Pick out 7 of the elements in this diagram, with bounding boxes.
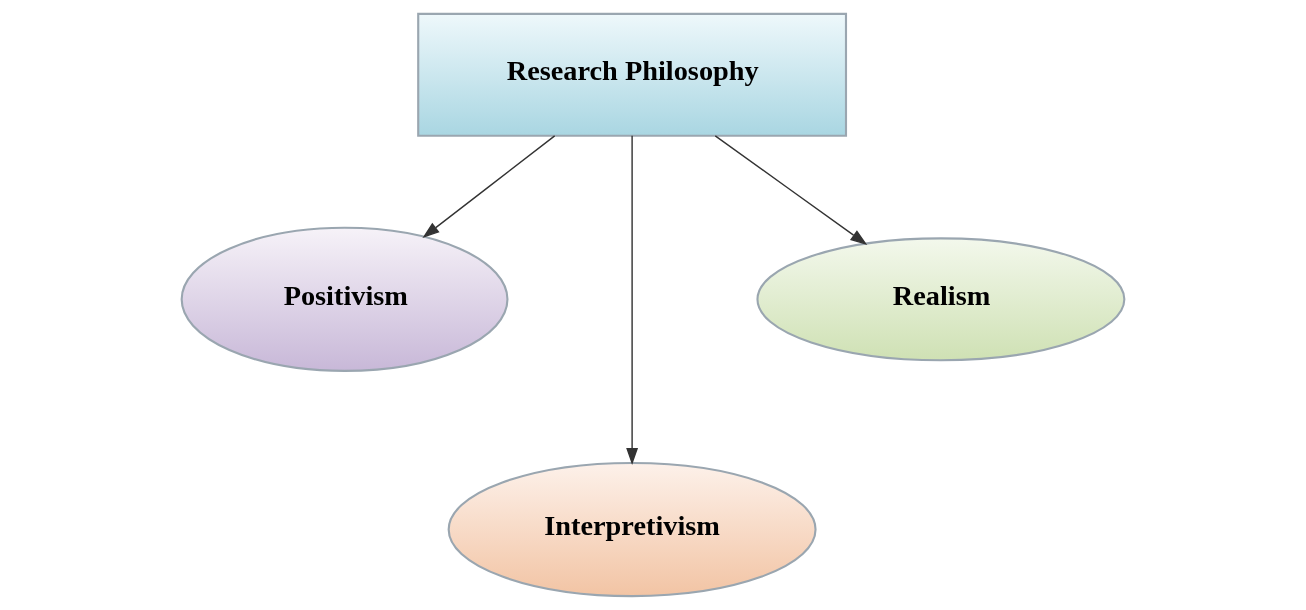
- node-ellipse: Interpretivism: [447, 461, 817, 598]
- arrow: [714, 135, 868, 246]
- arrow: [626, 135, 639, 466]
- node-box: Research Philosophy: [417, 12, 848, 137]
- node-ellipse: Positivism: [180, 226, 509, 372]
- arrow: [422, 135, 556, 238]
- node-ellipse: Realism: [756, 237, 1126, 362]
